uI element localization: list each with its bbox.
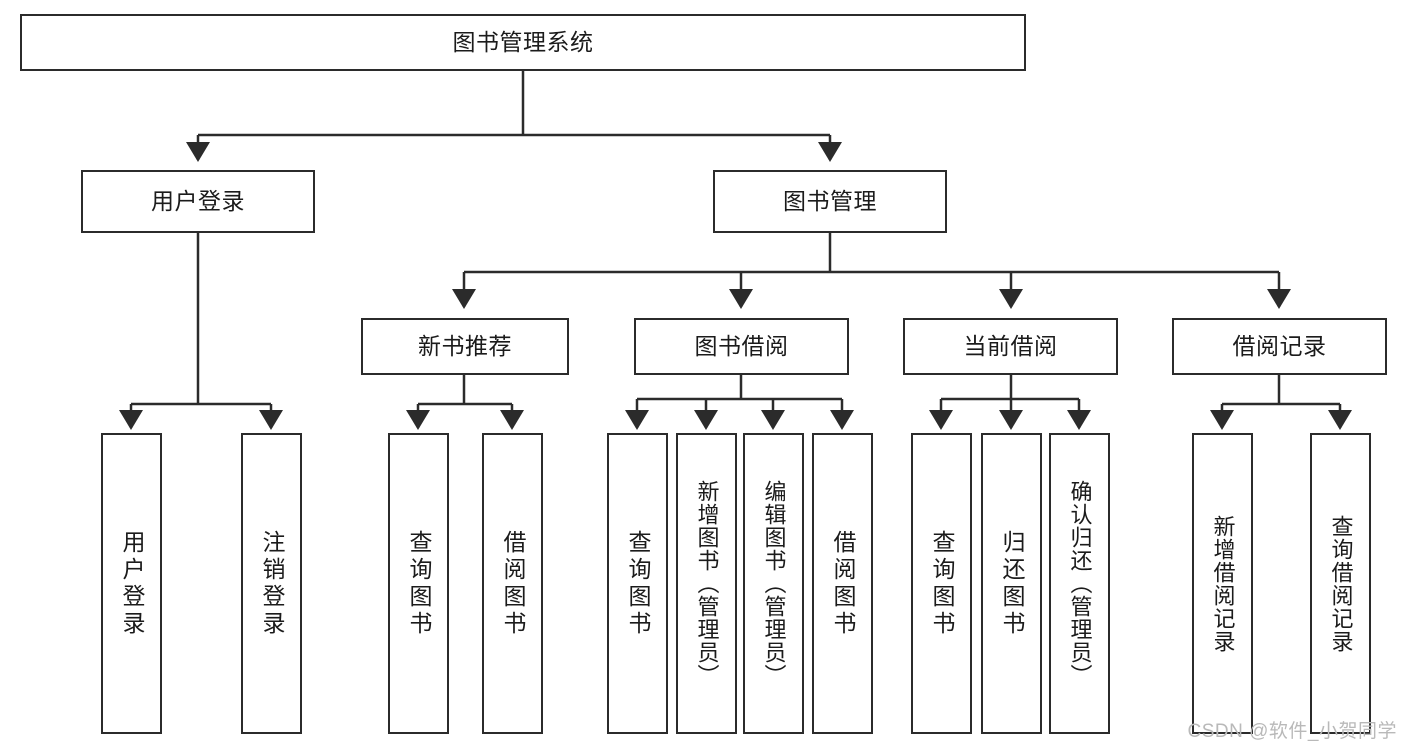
- node-label: 图书管理系统: [452, 29, 594, 56]
- node-leaf-query-book-2[interactable]: 查询图书: [607, 433, 668, 734]
- node-label: 归还图书: [999, 529, 1025, 638]
- node-leaf-borrow-book-1[interactable]: 借阅图书: [482, 433, 543, 734]
- node-label: 借阅图书: [830, 529, 856, 638]
- node-leaf-query-book-3[interactable]: 查询图书: [911, 433, 972, 734]
- node-label: 注销登录: [259, 529, 285, 638]
- node-label: 新增图书（管理员）: [694, 480, 720, 687]
- node-new-book-recommend[interactable]: 新书推荐: [361, 318, 569, 375]
- node-label: 图书借阅: [694, 333, 789, 360]
- node-label: 借阅图书: [500, 529, 526, 638]
- node-leaf-return-book[interactable]: 归还图书: [981, 433, 1042, 734]
- node-book-borrow[interactable]: 图书借阅: [634, 318, 849, 375]
- node-leaf-add-book[interactable]: 新增图书（管理员）: [676, 433, 737, 734]
- node-label: 用户登录: [119, 529, 145, 638]
- node-label: 查询图书: [406, 529, 432, 638]
- node-leaf-user-login[interactable]: 用户登录: [101, 433, 162, 734]
- node-label: 编辑图书（管理员）: [761, 480, 787, 687]
- node-borrow-record[interactable]: 借阅记录: [1172, 318, 1387, 375]
- node-root-book-management-system[interactable]: 图书管理系统: [20, 14, 1026, 71]
- node-label: 新增借阅记录: [1210, 514, 1236, 653]
- node-leaf-confirm-return[interactable]: 确认归还（管理员）: [1049, 433, 1110, 734]
- node-label: 图书管理: [783, 188, 877, 215]
- node-label: 新书推荐: [418, 333, 512, 360]
- node-leaf-query-book-1[interactable]: 查询图书: [388, 433, 449, 734]
- node-label: 借阅记录: [1232, 333, 1327, 360]
- node-leaf-add-borrow-record[interactable]: 新增借阅记录: [1192, 433, 1253, 734]
- node-book-management[interactable]: 图书管理: [713, 170, 947, 233]
- node-current-borrow[interactable]: 当前借阅: [903, 318, 1118, 375]
- node-user-login[interactable]: 用户登录: [81, 170, 315, 233]
- node-label: 用户登录: [151, 188, 245, 215]
- node-leaf-borrow-book-2[interactable]: 借阅图书: [812, 433, 873, 734]
- csdn-watermark: CSDN @软件_小贺同学: [1187, 721, 1397, 742]
- node-leaf-logout[interactable]: 注销登录: [241, 433, 302, 734]
- node-leaf-query-borrow-record[interactable]: 查询借阅记录: [1310, 433, 1371, 734]
- node-label: 当前借阅: [963, 333, 1058, 360]
- node-label: 查询借阅记录: [1328, 514, 1354, 653]
- node-leaf-edit-book[interactable]: 编辑图书（管理员）: [743, 433, 804, 734]
- node-label: 查询图书: [929, 529, 955, 638]
- node-label: 查询图书: [625, 529, 651, 638]
- node-label: 确认归还（管理员）: [1067, 480, 1093, 687]
